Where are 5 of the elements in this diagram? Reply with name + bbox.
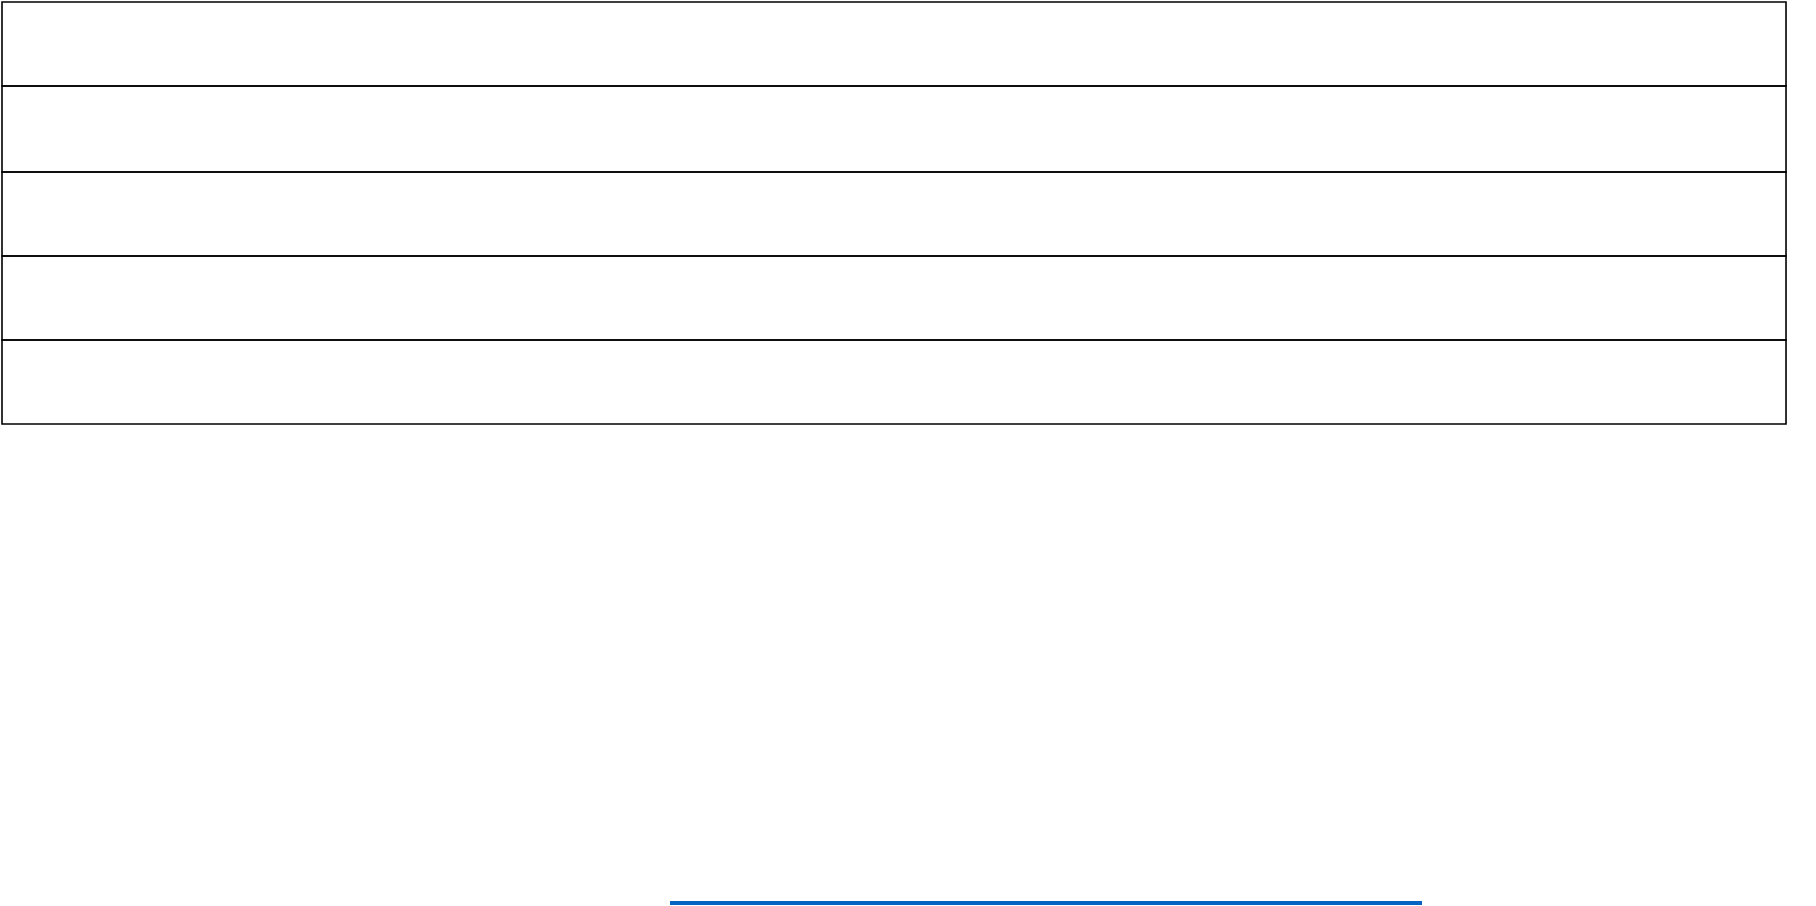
table-row <box>1 339 1787 425</box>
table-row <box>1 171 1787 257</box>
table-row <box>1 255 1787 341</box>
table-row <box>1 1 1787 87</box>
table-row <box>1 85 1787 173</box>
